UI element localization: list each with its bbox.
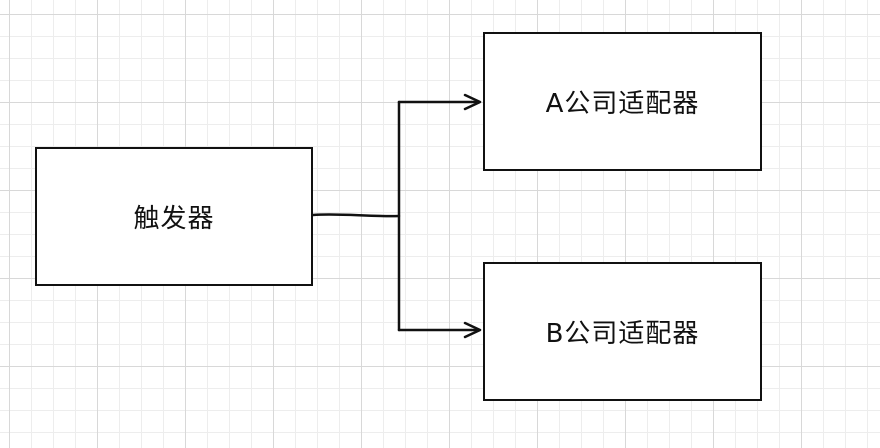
adapter-b-box[interactable]: B公司适配器 (483, 262, 762, 401)
arrowhead-b (463, 321, 482, 339)
adapter-a-box[interactable]: A公司适配器 (483, 32, 762, 171)
connector-trunk (311, 213, 401, 218)
trigger-box[interactable]: 触发器 (35, 147, 313, 286)
adapter-b-label: B公司适配器 (545, 319, 700, 349)
arrowhead-a (463, 93, 482, 111)
trigger-label: 触发器 (133, 204, 215, 234)
adapter-a-label: A公司适配器 (545, 89, 700, 119)
